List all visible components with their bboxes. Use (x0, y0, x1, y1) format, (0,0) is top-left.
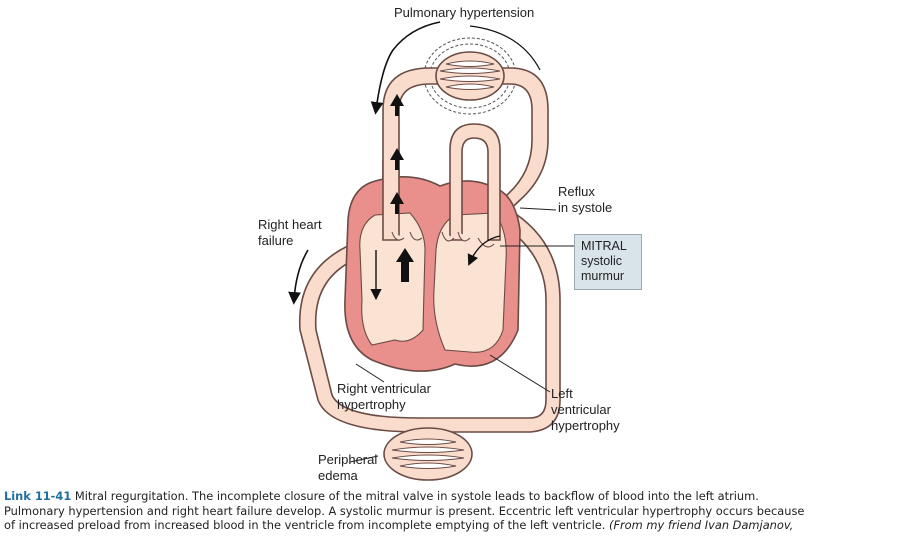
peripheral-edema-label-line1: Peripheral (318, 452, 377, 467)
bold-up-arrows (390, 94, 414, 282)
lvh-label-line3: hypertrophy (551, 418, 620, 433)
up-arrow-4 (396, 248, 414, 282)
valves (391, 231, 495, 248)
caption-source: (From my friend Ivan Damjanov, (609, 518, 794, 533)
caption-line1: Link 11-41 Mitral regurgitation. The inc… (4, 489, 904, 504)
caption-line2: Pulmonary hypertension and right heart f… (4, 503, 805, 518)
peripheral-capillary-bed (383, 427, 473, 481)
right-heart-failure-label-line2: failure (258, 233, 293, 248)
pulmonary-hypertension-label: Pulmonary hypertension (394, 5, 534, 20)
lung-capillary-bed (435, 51, 505, 101)
figure-caption: Link 11-41 Mitral regurgitation. The inc… (4, 489, 904, 533)
lvh-label-line1: Left (551, 386, 573, 401)
caption-line1-text: Mitral regurgitation. The incomplete clo… (74, 489, 759, 503)
right-heart-failure-label-line1: Right heart (258, 217, 322, 232)
return-flow-arrow (469, 25, 541, 71)
right-ventricle-chamber (359, 212, 426, 346)
up-arrow-2 (390, 148, 404, 170)
leader-lines (349, 207, 574, 463)
up-arrow-3 (390, 192, 404, 214)
rvh-label-line2: hypertrophy (337, 397, 406, 412)
rvh-label-line1: Right ventricular (337, 381, 432, 396)
reflux-label-line2: in systole (558, 200, 612, 215)
murmur-label-line3: murmur (581, 269, 625, 283)
left-ventricle-chamber (433, 212, 507, 353)
caption-link-label: Link 11-41 (4, 489, 72, 503)
reflux-arrow (467, 235, 501, 266)
murmur-label-line2: systolic (581, 254, 622, 268)
flow-arrows (288, 21, 541, 305)
murmur-label-line1: MITRAL (581, 239, 627, 253)
pulmonary-flow-arrow (370, 21, 441, 115)
caption-line3-text: of increased preload from increased bloo… (4, 518, 606, 533)
caption-line3: of increased preload from increased bloo… (4, 518, 904, 533)
up-arrow-1 (390, 94, 404, 116)
right-failure-arrow (288, 249, 309, 305)
mitral-murmur-box: MITRAL systolic murmur (574, 234, 642, 290)
lvh-label-line2: ventricular (551, 402, 612, 417)
peripheral-edema-label-line2: edema (318, 468, 359, 483)
reflux-label-line1: Reflux (558, 184, 595, 199)
